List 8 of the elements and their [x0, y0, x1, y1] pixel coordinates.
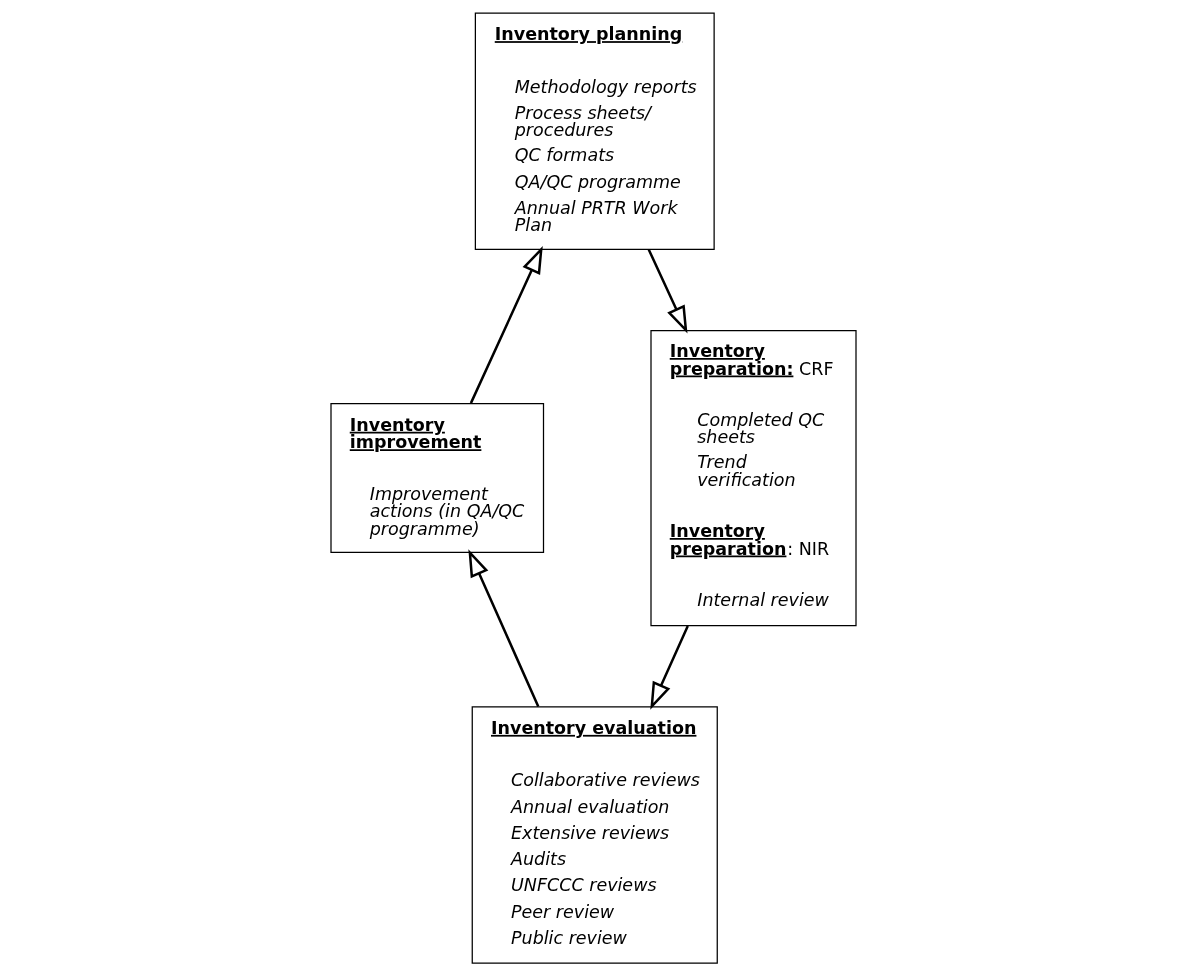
arrow [647, 248, 688, 334]
arrow [650, 625, 689, 710]
node-box: Inventory evaluation Collaborative reviews Annual evaluation Extensive reviews Audits UNFCCC reviews Peer review Public review [471, 706, 718, 964]
node-box: Inventory preparation: CRF Completed QC sheets Trend verification Inventory preparation: NIR Internal review [650, 329, 857, 627]
arrow [469, 246, 543, 404]
node-box: Inventory improvement Improvement actions (in QA/QC programme) [330, 403, 545, 553]
node-box: Inventory planning Methodology reports Process sheets/ procedures QC formats QA/QC programme Annual PRTR Work Plan [474, 12, 715, 250]
arrow [468, 549, 540, 708]
